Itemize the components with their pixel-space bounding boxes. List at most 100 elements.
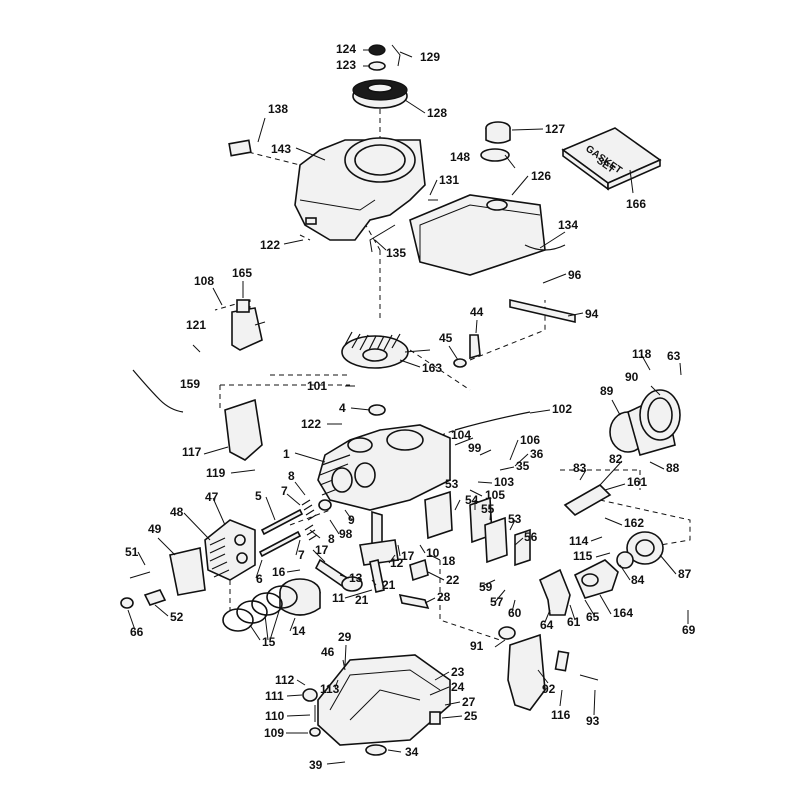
callout-138: 138 [268,102,288,116]
callout-59: 59 [479,580,493,594]
callout-7a: 7 [281,484,288,498]
callout-82: 82 [609,452,623,466]
air-cleaner [609,389,681,456]
callout-27: 27 [462,695,476,709]
callout-121: 121 [186,318,206,332]
crankshaft [359,510,399,593]
callout-83: 83 [573,461,587,475]
head-baffle [169,547,206,596]
part-28 [398,593,430,610]
top-nut [368,44,401,71]
callout-29: 29 [338,630,352,644]
callout-84: 84 [631,573,645,587]
callout-117: 117 [182,445,202,459]
plug-cap [120,597,134,609]
primer-washer [453,358,467,368]
screw-108 [212,287,223,306]
fuel-tank [409,194,546,276]
muffler [498,626,546,711]
callout-49: 49 [148,522,162,536]
callout-23: 23 [451,665,465,679]
callout-56: 56 [524,530,538,544]
callout-44: 44 [470,305,484,319]
primer-bulb [469,334,481,360]
callout-22: 22 [446,573,460,587]
screw-121 [192,344,201,353]
control-bracket [224,398,263,461]
callout-99: 99 [468,441,482,455]
callout-61: 61 [567,615,581,629]
callout-51: 51 [125,545,139,559]
crankcase-base [317,654,451,756]
callout-6: 6 [256,572,263,586]
decal [228,139,252,157]
control-rod [509,298,576,324]
screw-51 [129,571,151,579]
callout-8a: 8 [288,469,295,483]
callout-92: 92 [542,682,556,696]
blower-housing [294,137,426,241]
callout-90: 90 [625,370,639,384]
callout-122a: 122 [260,238,280,252]
reed-plates [424,490,531,567]
callout-4: 4 [339,401,346,415]
callout-128: 128 [427,106,447,120]
callout-47: 47 [205,490,219,504]
connecting-rod [314,558,363,592]
callout-164: 164 [613,606,633,620]
callout-127: 127 [545,122,565,136]
callout-134: 134 [558,218,578,232]
callout-35: 35 [516,459,530,473]
callout-101: 101 [307,379,327,393]
callout-108: 108 [194,274,214,288]
callout-112: 112 [275,673,295,687]
gasket-set-box: GASKET SET [561,127,662,191]
callout-122b: 122 [301,417,321,431]
callout-98: 98 [339,527,353,541]
callout-21a: 21 [382,578,396,592]
callout-12: 12 [390,556,404,570]
callout-14: 14 [292,624,306,638]
callout-25: 25 [464,709,478,723]
part-109 [309,727,321,737]
callout-15: 15 [262,635,276,649]
callout-114: 114 [569,534,589,548]
callout-17a: 17 [315,543,329,557]
piston-rings [222,585,298,632]
callout-124: 124 [336,42,356,56]
callout-135: 135 [386,246,406,260]
seal-4 [368,404,386,416]
muffler-strap [554,650,570,672]
carb-gasket [616,551,634,569]
callout-87: 87 [678,567,692,581]
callout-104: 104 [451,428,471,442]
bolt-93 [579,674,599,681]
callout-5: 5 [255,489,262,503]
callout-64: 64 [540,618,554,632]
callout-66: 66 [130,625,144,639]
leader-lines [127,49,689,765]
flywheel [341,331,431,369]
callout-106: 106 [520,433,540,447]
callout-63: 63 [667,349,681,363]
callout-54: 54 [465,493,479,507]
spark-wire [132,369,184,413]
callout-93: 93 [586,714,600,728]
callout-52: 52 [170,610,184,624]
callout-109: 109 [264,726,284,740]
callout-89: 89 [600,384,614,398]
callout-7b: 7 [298,548,305,562]
callout-91: 91 [470,639,484,653]
ignition-coil [231,299,266,351]
callout-102: 102 [552,402,572,416]
callout-11: 11 [332,591,345,605]
callout-166: 166 [626,197,646,211]
cap-gasket [480,148,516,169]
part-22 [409,558,429,582]
callout-143: 143 [271,142,291,156]
callout-48: 48 [170,505,184,519]
valve-exhaust [260,508,304,536]
part-111 [302,688,318,702]
